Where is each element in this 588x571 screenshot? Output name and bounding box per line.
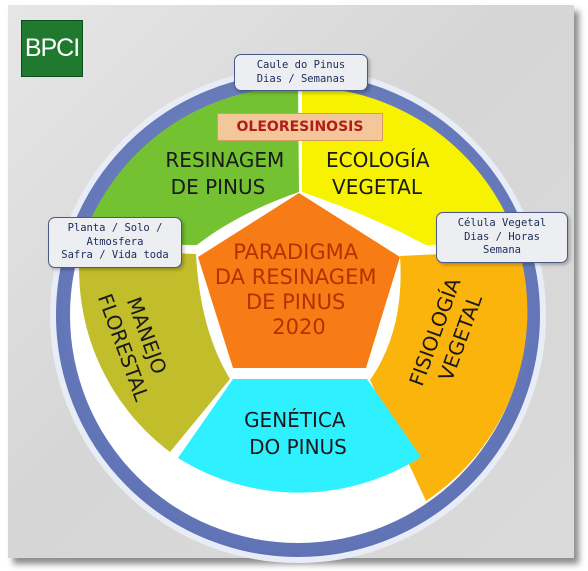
resinagem-label: RESINAGEM DE PINUS bbox=[165, 148, 290, 199]
center-pentagon bbox=[198, 193, 400, 368]
oleoresinosis-banner: OLEORESINOSIS bbox=[217, 113, 383, 141]
note-line: Semana bbox=[483, 244, 521, 256]
note-line: Safra / Vida toda bbox=[61, 249, 169, 261]
segment-fisiologia bbox=[370, 250, 528, 501]
note-line: Caule do Pinus bbox=[256, 59, 346, 71]
ecologia-label: ECOLOGÍA VEGETAL bbox=[326, 148, 436, 199]
note-planta: Planta / Solo / Atmosfera Safra / Vida t… bbox=[48, 217, 182, 268]
note-line: Dias / Horas bbox=[464, 230, 540, 243]
note-line: Célula Vegetal bbox=[457, 217, 547, 229]
note-line: Planta / Solo / bbox=[67, 222, 163, 234]
note-line: Atmosfera bbox=[86, 235, 144, 248]
segment-manejo bbox=[79, 250, 230, 452]
segment-genetica bbox=[178, 379, 421, 493]
bpci-logo: BPCI bbox=[21, 20, 83, 77]
note-caule: Caule do Pinus Dias / Semanas bbox=[234, 54, 368, 91]
note-line: Dias / Semanas bbox=[256, 72, 346, 85]
genetica-label: GENÉTICA DO PINUS bbox=[244, 408, 352, 459]
center-label: PARADIGMA DA RESINAGEM DE PINUS 2020 bbox=[215, 240, 383, 339]
note-celula: Célula Vegetal Dias / Horas Semana bbox=[436, 212, 568, 263]
